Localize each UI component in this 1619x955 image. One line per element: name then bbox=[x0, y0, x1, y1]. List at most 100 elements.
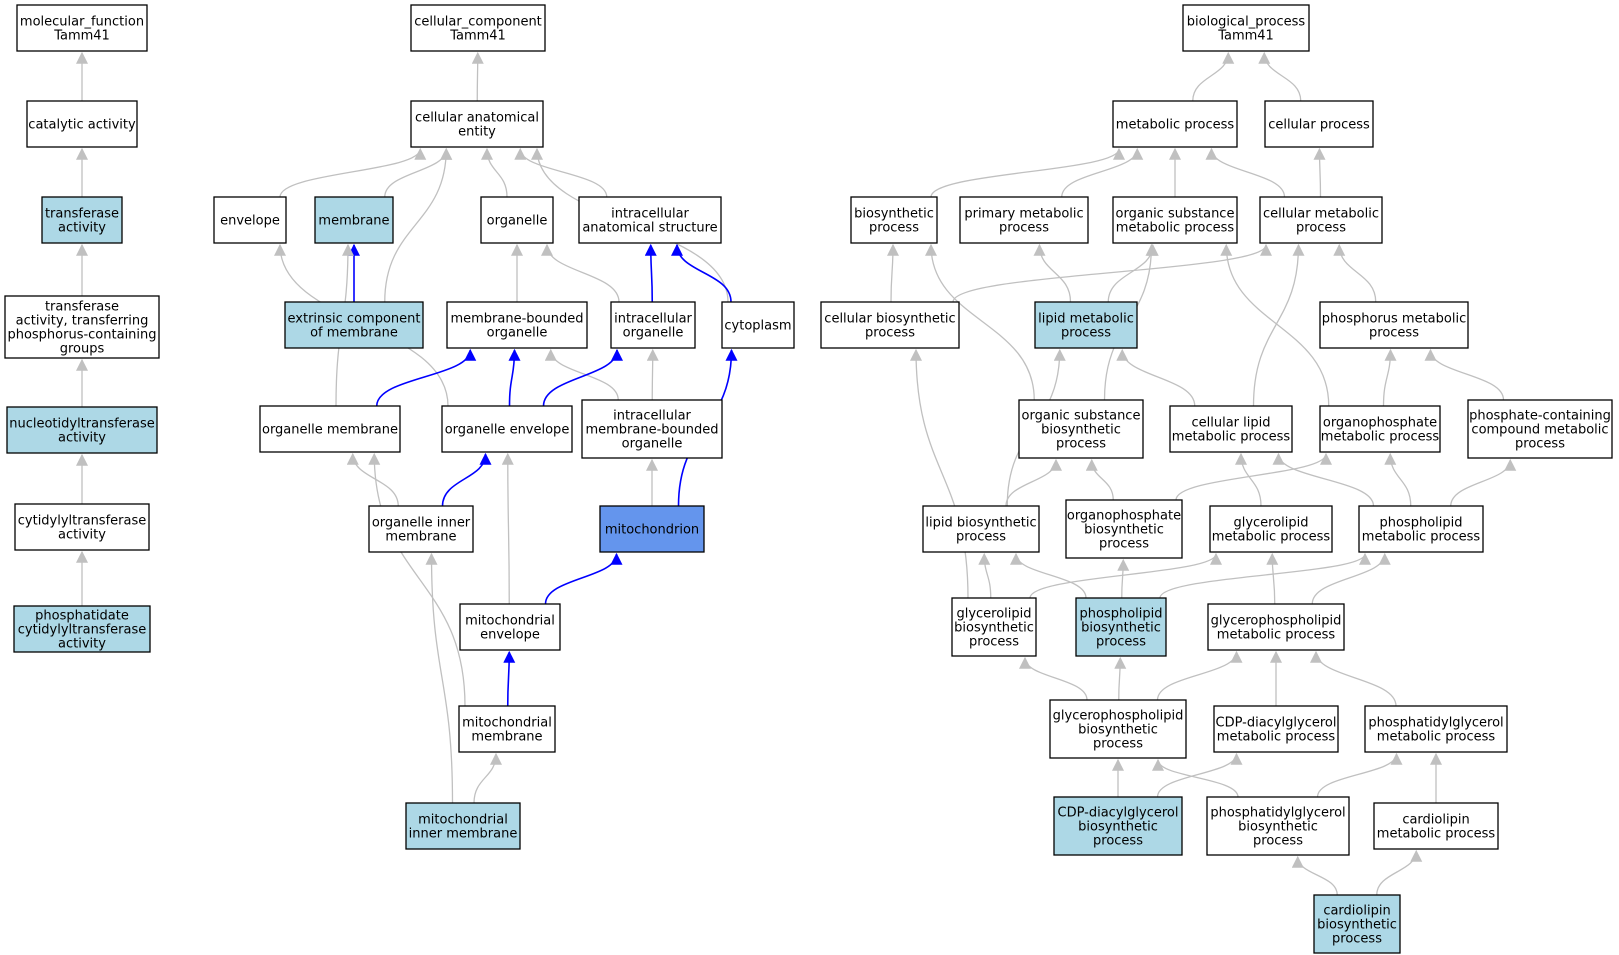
term-label-line: process bbox=[969, 635, 1019, 650]
edge-clipbp-to-clipmp bbox=[1376, 849, 1423, 896]
term-node-omem[interactable]: organelle membrane bbox=[259, 405, 401, 453]
term-box bbox=[284, 301, 424, 349]
term-label-line: entity bbox=[458, 125, 496, 140]
term-label-line: activity bbox=[58, 528, 106, 543]
term-label-line: nucleotidyltransferase bbox=[9, 417, 155, 432]
term-label-line: envelope bbox=[220, 214, 280, 229]
edge-clmp-to-cmp bbox=[1252, 243, 1305, 407]
term-label-line: process bbox=[1515, 437, 1565, 452]
edge-plmp-to-pccmp bbox=[1450, 458, 1517, 507]
term-box bbox=[1053, 796, 1183, 856]
term-label-line: catalytic activity bbox=[28, 118, 136, 133]
term-label-line: activity bbox=[58, 221, 106, 236]
edge-io-to-org bbox=[541, 243, 620, 303]
term-label-line: of membrane bbox=[310, 326, 398, 341]
edge-pccmp-to-phmp bbox=[1424, 348, 1505, 401]
term-label-line: glycerolipid bbox=[956, 607, 1031, 622]
edge-org-to-cae bbox=[481, 147, 508, 198]
term-node-oenv[interactable]: organelle envelope bbox=[441, 405, 573, 453]
term-label-line: intracellular bbox=[613, 409, 691, 424]
term-label-line: metabolic process bbox=[1321, 430, 1440, 445]
term-label-line: process bbox=[1099, 537, 1149, 552]
term-label-line: activity bbox=[58, 431, 106, 446]
term-box bbox=[922, 505, 1040, 553]
term-box bbox=[1364, 705, 1508, 753]
term-node-phcyt[interactable]: phosphatidatecytidylyltransferaseactivit… bbox=[13, 605, 151, 653]
term-node-cellp[interactable]: cellular process bbox=[1264, 100, 1374, 148]
term-label-line: inner membrane bbox=[409, 827, 518, 842]
edge-ias-to-cae bbox=[514, 147, 608, 198]
term-node-metp[interactable]: metabolic process bbox=[1112, 100, 1238, 148]
term-label-line: transferase bbox=[45, 207, 119, 222]
term-label-line: organelle bbox=[622, 437, 683, 452]
term-label-line: process bbox=[999, 221, 1049, 236]
term-node-cat[interactable]: catalytic activity bbox=[26, 100, 138, 148]
term-box bbox=[4, 295, 160, 359]
term-node-mem[interactable]: membrane bbox=[314, 196, 394, 244]
term-label-line: cytidylyltransferase bbox=[18, 514, 147, 529]
term-node-cyto[interactable]: cytoplasm bbox=[721, 301, 795, 349]
edge-mim-to-mmem bbox=[473, 752, 502, 804]
term-box bbox=[314, 196, 394, 244]
edge-pgbp-to-gplbp bbox=[1152, 758, 1239, 798]
term-box bbox=[1209, 505, 1333, 553]
term-box bbox=[368, 505, 474, 553]
edge-plbp-to-lbp bbox=[1010, 552, 1087, 599]
term-node-org[interactable]: organelle bbox=[480, 196, 554, 244]
term-label-line: phospholipid bbox=[1379, 516, 1462, 531]
term-label-line: metabolic process bbox=[1172, 430, 1291, 445]
term-label-line: metabolic process bbox=[1116, 221, 1235, 236]
term-label-line: organelle membrane bbox=[262, 423, 398, 438]
edge-menv-to-mito bbox=[544, 552, 623, 605]
term-box bbox=[951, 597, 1037, 657]
edge-cbp-to-cmp bbox=[952, 243, 1272, 303]
term-node-mito[interactable]: mitochondrion bbox=[599, 505, 705, 553]
term-label-line: process bbox=[1061, 326, 1111, 341]
edge-cyto-to-ias bbox=[671, 243, 732, 303]
term-label-line: process bbox=[1096, 635, 1146, 650]
term-node-env[interactable]: envelope bbox=[213, 196, 287, 244]
